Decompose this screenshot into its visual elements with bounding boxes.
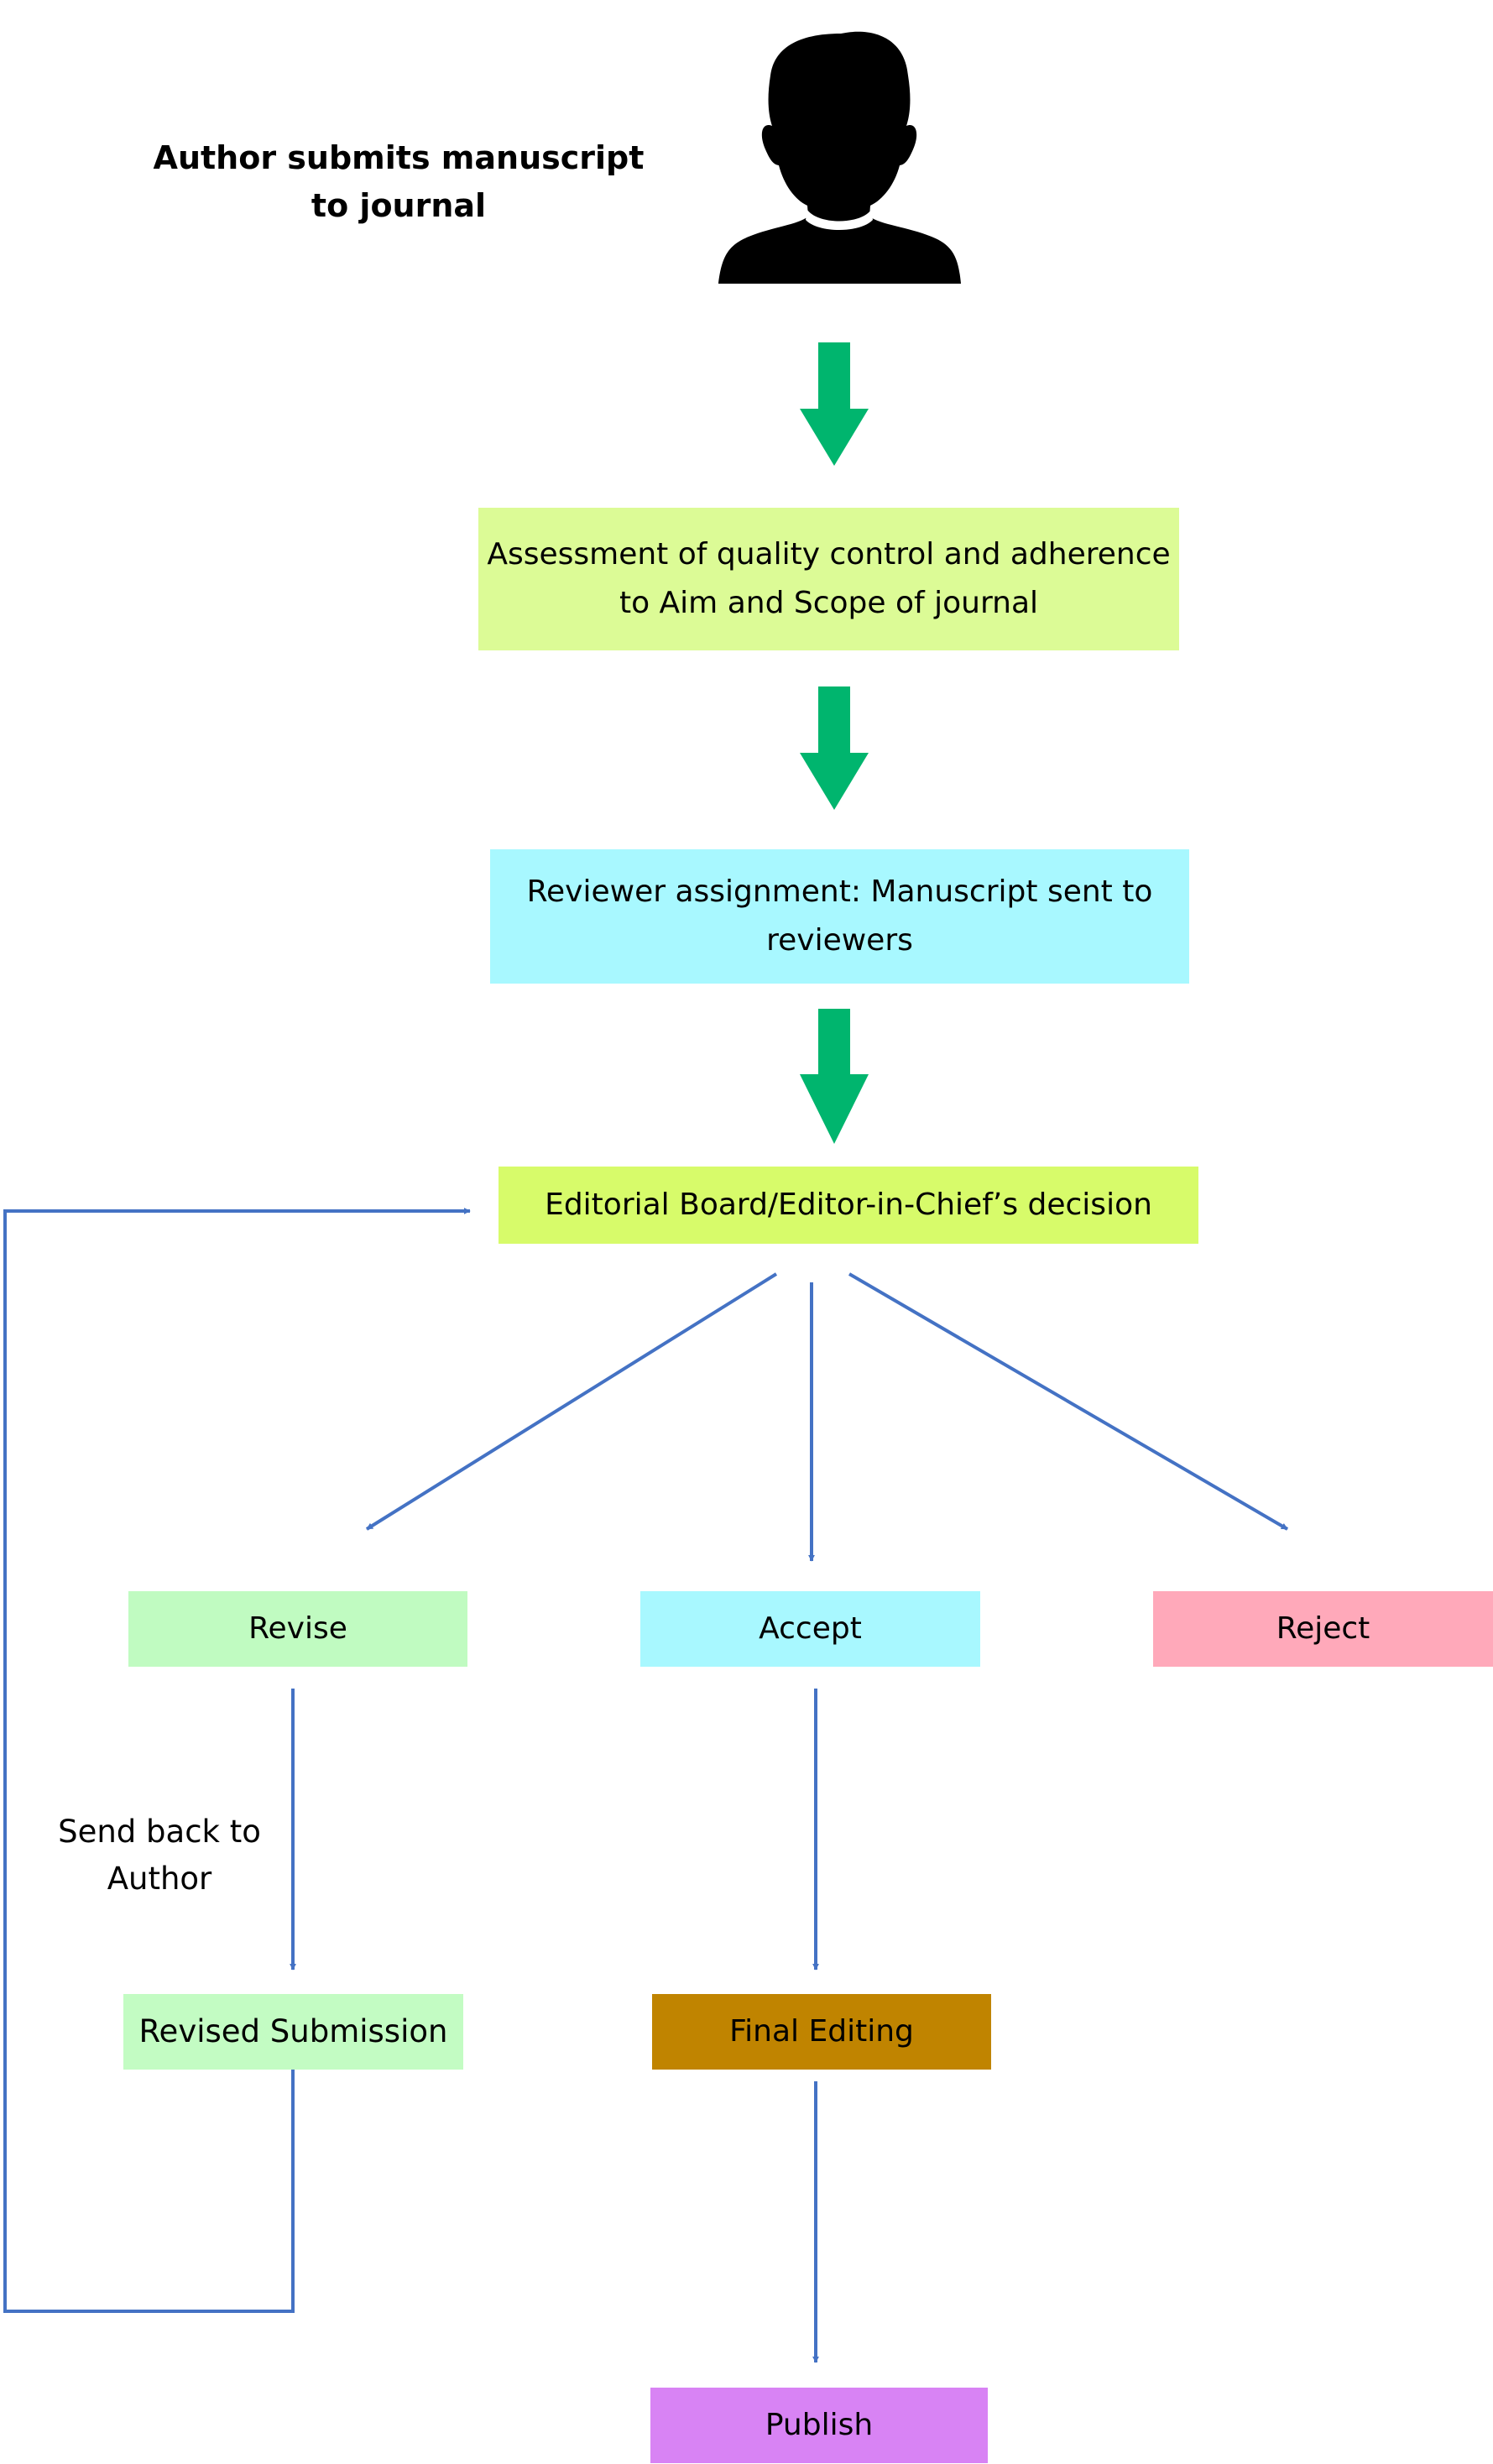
person-silhouette-icon <box>718 31 961 284</box>
assessment-box: Assessment of quality control and adhere… <box>478 508 1179 650</box>
arrow-to-reject <box>848 1272 1289 1531</box>
resubmission-loop-line <box>3 1208 471 2313</box>
arrow-to-revise <box>365 1272 778 1531</box>
down-arrow-icon <box>800 686 869 810</box>
publish-box: Publish <box>650 2388 988 2463</box>
down-arrow-icon <box>800 1009 869 1144</box>
revised-submission-box: Revised Submission <box>123 1994 463 2070</box>
final-editing-box: Final Editing <box>652 1994 991 2070</box>
author-caption: Author submits manuscript to journal <box>153 139 645 224</box>
reviewer-assignment-box: Reviewer assignment: Manuscript sent to … <box>490 849 1189 984</box>
accept-box: Accept <box>640 1591 980 1667</box>
decision-box: Editorial Board/Editor-in-Chief’s decisi… <box>499 1167 1198 1244</box>
revise-box: Revise <box>128 1591 467 1667</box>
down-arrow-icon <box>800 342 869 466</box>
send-back-label: Send back to Author <box>58 1814 261 1897</box>
reject-box: Reject <box>1153 1591 1493 1667</box>
